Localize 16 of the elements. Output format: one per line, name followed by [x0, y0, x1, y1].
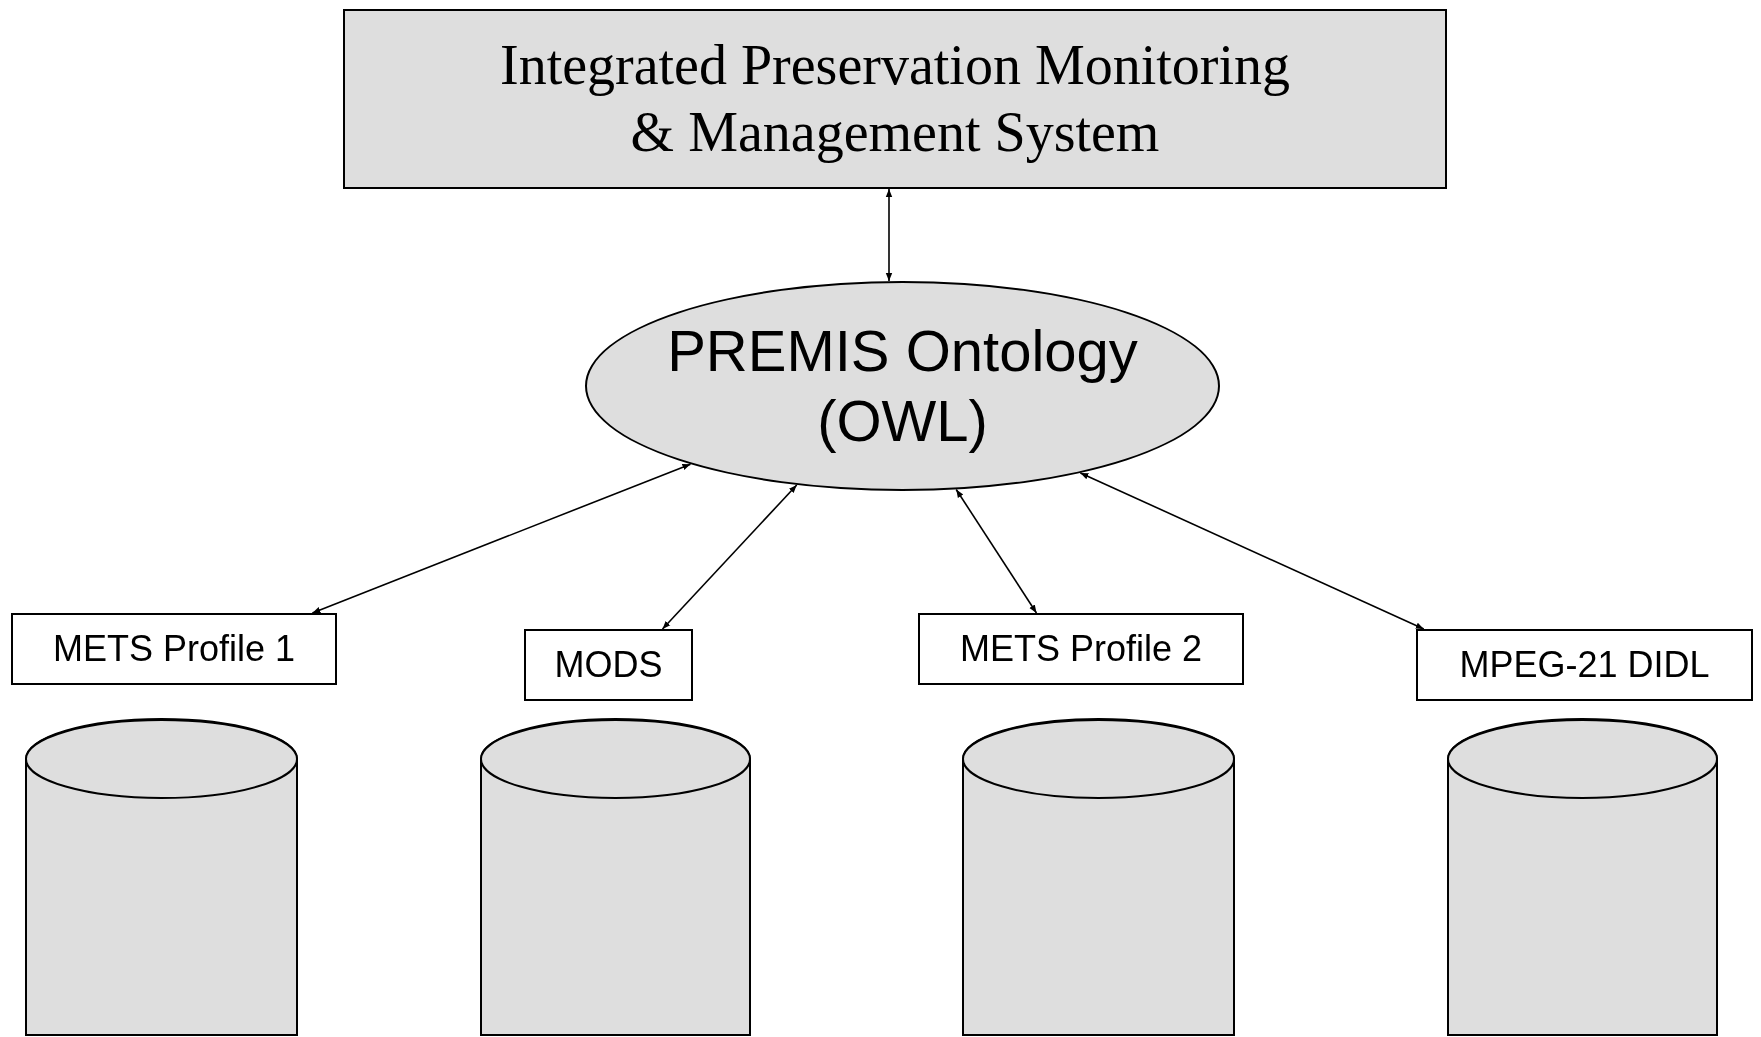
double-arrow — [311, 463, 692, 614]
node-label: MPEG-21 DIDL — [1458, 643, 1711, 687]
double-arrow — [955, 488, 1038, 614]
node-label: MODS — [553, 643, 664, 687]
double-arrow — [885, 188, 893, 282]
process-box — [1416, 629, 1753, 701]
node-label: METS Profile 1 — [51, 627, 297, 671]
double-arrow — [1079, 472, 1425, 630]
process-box — [11, 613, 337, 685]
process-box — [918, 613, 1244, 685]
double-arrow — [661, 484, 798, 630]
node-label: PREMIS Ontology (OWL) — [666, 317, 1139, 455]
node-label: METS Profile 2 — [958, 627, 1204, 671]
node-label: Integrated Preservation Monitoring & Management System — [499, 32, 1291, 165]
process-box — [524, 629, 693, 701]
process-box — [343, 9, 1447, 189]
